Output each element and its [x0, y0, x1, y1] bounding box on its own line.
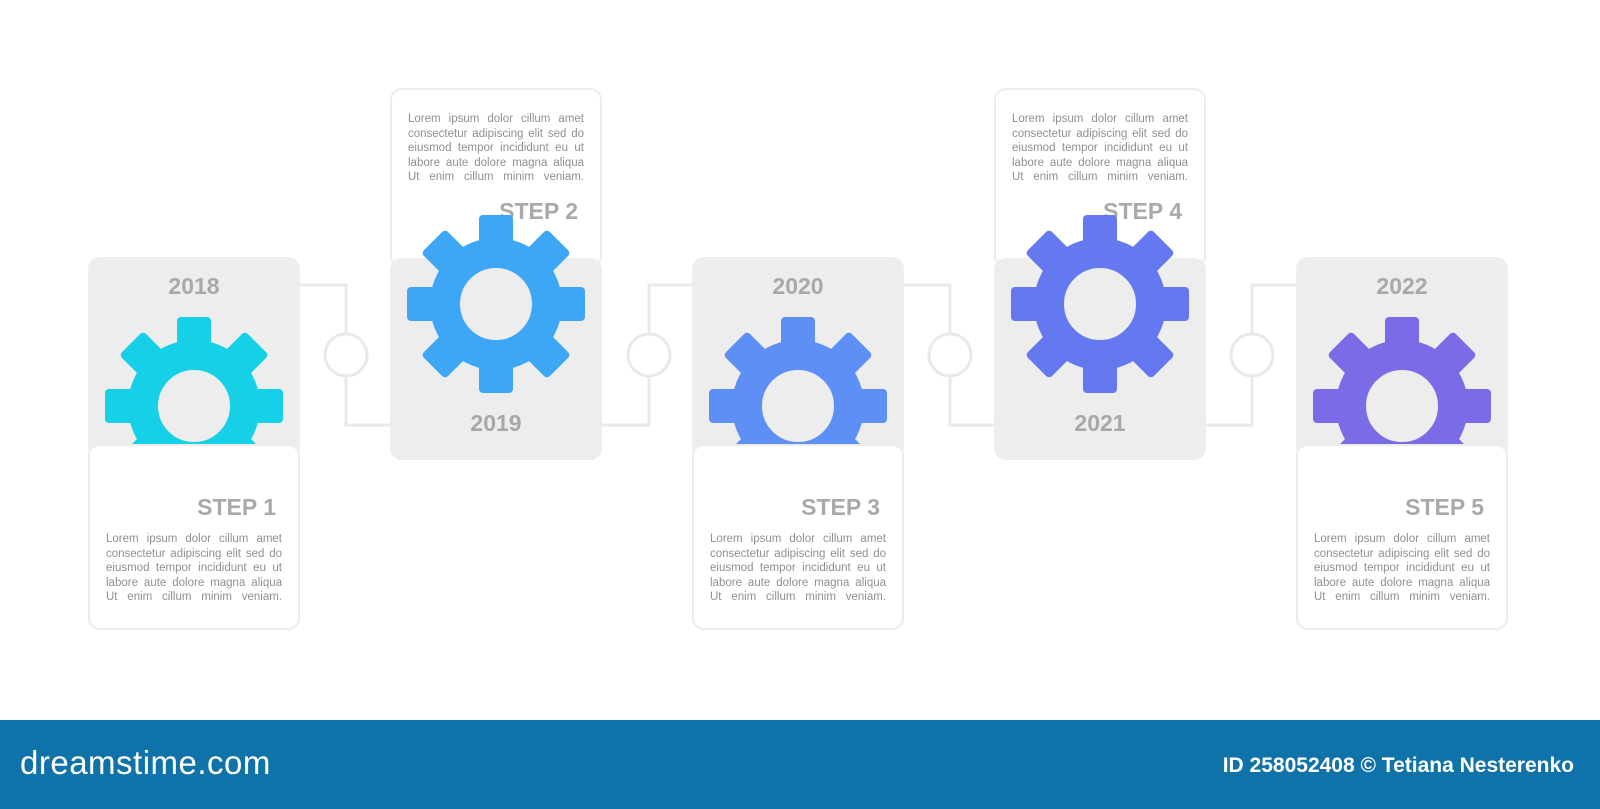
- step-4-gear-icon: [1008, 212, 1192, 396]
- step-5-text-card: STEP 5 Lorem ipsum dolor cillum amet con…: [1296, 444, 1508, 630]
- step-2-description: Lorem ipsum dolor cillum amet consectetu…: [408, 113, 584, 183]
- step-4-year: 2021: [1074, 410, 1126, 436]
- step-3-description: Lorem ipsum dolor cillum amet consectetu…: [710, 533, 886, 603]
- step-5-description: Lorem ipsum dolor cillum amet consectetu…: [1314, 533, 1490, 603]
- step-2-year: 2019: [470, 410, 522, 436]
- timeline-connectors: [300, 283, 1296, 427]
- gear-ring: [1336, 340, 1468, 472]
- step-1-title: STEP 1: [197, 494, 276, 520]
- image-credit: ID 258052408 © Tetiana Nesterenko: [1222, 754, 1574, 777]
- gear-ring: [732, 340, 864, 472]
- brand-logo[interactable]: dreamstime.com: [20, 744, 271, 781]
- connector-node-2: [626, 332, 672, 378]
- step-3-year: 2020: [772, 273, 824, 299]
- connector-node-1: [323, 332, 369, 378]
- footer-bar: dreamstime.com ID 258052408 © Tetiana Ne…: [0, 720, 1600, 809]
- step-5-year: 2022: [1376, 273, 1428, 299]
- gear-ring: [1034, 238, 1166, 370]
- gear-ring: [430, 238, 562, 370]
- step-2-gear-icon: [404, 212, 588, 396]
- connector-node-4: [1229, 332, 1275, 378]
- timeline-infographic: 2018 STEP 1 Lorem ipsum dolor cillum ame…: [88, 88, 1508, 630]
- step-1-description: Lorem ipsum dolor cillum amet consectetu…: [106, 533, 282, 603]
- step-1-text-card: STEP 1 Lorem ipsum dolor cillum amet con…: [88, 444, 300, 630]
- connector-node-3: [927, 332, 973, 378]
- step-3-text-card: STEP 3 Lorem ipsum dolor cillum amet con…: [692, 444, 904, 630]
- step-3-title: STEP 3: [801, 494, 880, 520]
- step-4-description: Lorem ipsum dolor cillum amet consectetu…: [1012, 113, 1188, 183]
- step-1-year: 2018: [168, 273, 220, 299]
- step-5-title: STEP 5: [1405, 494, 1484, 520]
- gear-ring: [128, 340, 260, 472]
